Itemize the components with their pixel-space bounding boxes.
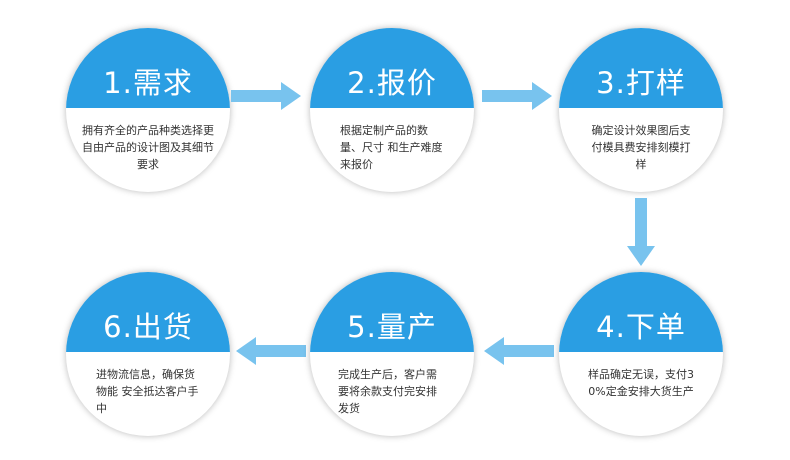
step-4-circle: 4.下单 样品确定无误，支付30%定金安排大货生产: [559, 272, 723, 436]
step-4-description: 样品确定无误，支付30%定金安排大货生产: [588, 368, 694, 398]
step-6-description: 进物流信息，确保货物能 安全抵达客户手中: [96, 368, 199, 415]
arrow-left-icon: [484, 337, 554, 365]
step-2-header: [310, 28, 474, 108]
step-6-header: [66, 272, 230, 352]
step-3-header: [559, 28, 723, 108]
step-3-description: 确定设计效果图后支付模具费安排刻模打样: [591, 124, 691, 171]
arrow-down-icon: [627, 198, 655, 266]
step-2-title: 2.报价: [347, 66, 437, 100]
arrow-right-icon: [482, 82, 552, 110]
step-4-title: 4.下单: [596, 310, 686, 344]
step-5-circle: 5.量产 完成生产后，客户需要将余款支付完安排发货: [310, 272, 474, 436]
arrow-left-icon: [236, 337, 306, 365]
step-6-title: 6.出货: [103, 310, 193, 344]
step-2-circle: 2.报价 根据定制产品的数量、尺寸 和生产难度来报价: [310, 28, 474, 192]
step-3-title: 3.打样: [596, 66, 686, 100]
step-5-title: 5.量产: [347, 310, 437, 344]
step-3-circle: 3.打样 确定设计效果图后支付模具费安排刻模打样: [559, 28, 723, 192]
step-2-description: 根据定制产品的数量、尺寸 和生产难度来报价: [340, 124, 443, 171]
step-1-description: 拥有齐全的产品种类选择更自由产品的设计图及其细节要求: [82, 124, 214, 171]
step-5-description: 完成生产后，客户需要将余款支付完安排发货: [338, 368, 437, 415]
step-1-circle: 1.需求 拥有齐全的产品种类选择更自由产品的设计图及其细节要求: [66, 28, 230, 192]
step-5-header: [310, 272, 474, 352]
step-4-header: [559, 272, 723, 352]
step-1-header: [66, 28, 230, 108]
step-1-title: 1.需求: [103, 66, 193, 100]
step-6-circle: 6.出货 进物流信息，确保货物能 安全抵达客户手中: [66, 272, 230, 436]
arrow-right-icon: [231, 82, 301, 110]
